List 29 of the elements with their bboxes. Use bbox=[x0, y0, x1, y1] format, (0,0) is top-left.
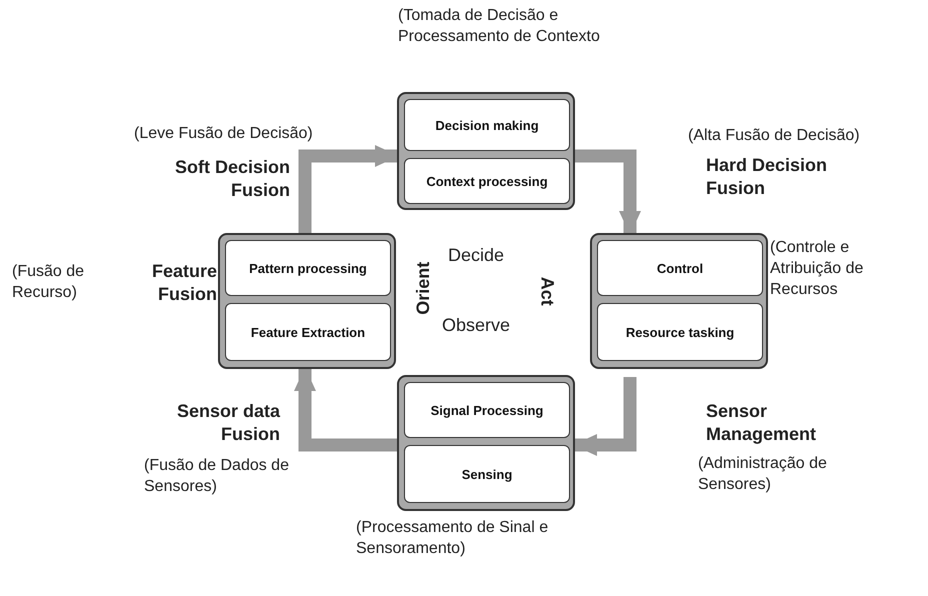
stage-caption: (Tomada de Decisão e Processamento de Contexto bbox=[398, 6, 601, 47]
process-box: Pattern processing bbox=[225, 240, 391, 296]
edge-caption: (Administração de Sensores) bbox=[698, 454, 828, 495]
flow-arrow bbox=[573, 377, 636, 456]
process-box: Decision making bbox=[404, 99, 570, 151]
stage-title: Feature Fusion bbox=[150, 260, 217, 305]
stage-panel bbox=[397, 375, 575, 511]
stage-caption: (Controle e Atribuição de Recursos bbox=[770, 238, 864, 300]
flow-arrow bbox=[298, 145, 399, 233]
stage-name: Orient bbox=[412, 260, 434, 317]
flow-arrow bbox=[575, 150, 641, 235]
stage-name: Observe bbox=[440, 314, 512, 336]
process-box: Resource tasking bbox=[597, 303, 763, 361]
flow-arrow bbox=[294, 367, 397, 452]
process-box: Control bbox=[597, 240, 763, 296]
process-box: Signal Processing bbox=[404, 382, 570, 438]
edge-caption: (Leve Fusão de Decisão) bbox=[134, 124, 314, 144]
process-box: Sensing bbox=[404, 445, 570, 503]
stage-caption: (Fusão de Recurso) bbox=[12, 262, 86, 303]
process-box: Feature Extraction bbox=[225, 303, 391, 361]
stage-panel bbox=[397, 92, 575, 210]
edge-caption: (Alta Fusão de Decisão) bbox=[688, 126, 861, 146]
edge-caption: (Fusão de Dados de Sensores) bbox=[144, 456, 290, 497]
stage-name: Decide bbox=[446, 244, 506, 266]
stage-name: Act bbox=[536, 276, 558, 308]
stage-caption: (Processamento de Sinal e Sensoramento) bbox=[356, 518, 550, 559]
stage-panel bbox=[218, 233, 396, 369]
stage-panel bbox=[590, 233, 768, 369]
process-box: Context processing bbox=[404, 158, 570, 204]
